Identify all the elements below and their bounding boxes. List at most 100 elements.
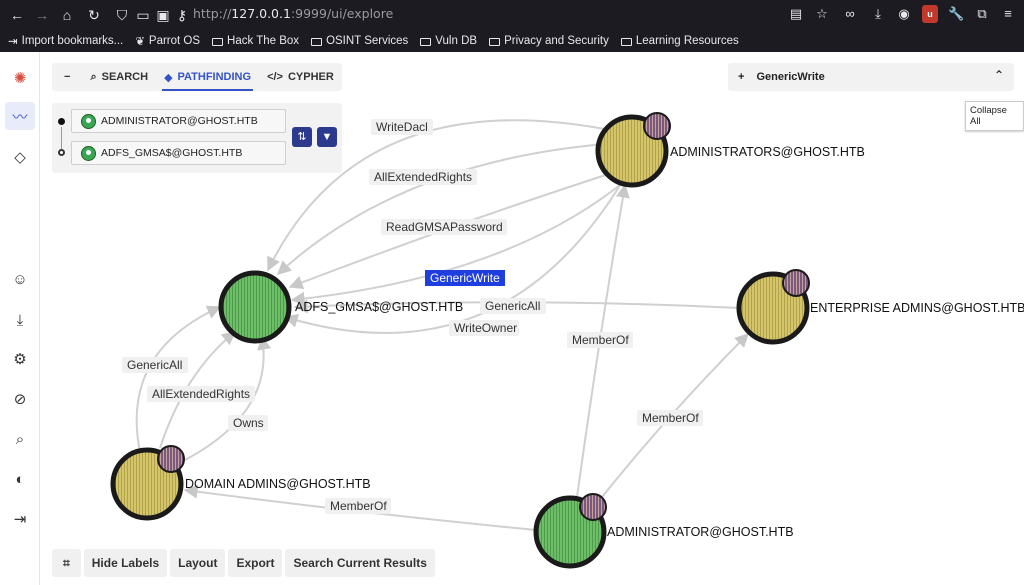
minus-icon: − (64, 71, 71, 83)
explore-tabs: − ⌕SEARCH ◆PATHFINDING </>CYPHER (52, 63, 342, 91)
search-current-results-button[interactable]: Search Current Results (285, 549, 435, 577)
upload-icon[interactable]: ⤓ (16, 311, 24, 329)
docs-search-icon[interactable]: ⌕ (15, 430, 25, 448)
ublock-icon[interactable]: u (922, 5, 938, 23)
user-icon[interactable]: ☺ (12, 270, 28, 288)
edge-label-writeowner[interactable]: WriteOwner (454, 321, 517, 335)
reload-icon[interactable]: ↻ (88, 7, 100, 23)
edge-writeowner[interactable] (283, 181, 623, 334)
node-label-domain-admins: DOMAIN ADMINS@GHOST.HTB (185, 477, 371, 491)
download-icon[interactable]: ⤓ (875, 6, 881, 21)
bookmark-label: Privacy and Security (504, 35, 609, 47)
edge-label-bg (369, 169, 477, 185)
edge-label-bg (228, 415, 268, 431)
bookmark-star-icon[interactable]: ☆ (816, 6, 828, 21)
bookmark-import[interactable]: ⇥Import bookmarks... (8, 34, 123, 48)
edge-label-genericall-domain[interactable]: GenericAll (127, 358, 182, 372)
edge-label-bg (567, 332, 633, 348)
bookmark-vuln-db[interactable]: Vuln DB (420, 35, 477, 47)
graph-svg[interactable]: WriteDacl AllExtendedRights ReadGMSAPass… (40, 52, 1024, 585)
wrench-icon[interactable]: 🔧 (948, 6, 965, 21)
path-connector (61, 127, 62, 149)
bookmark-label: OSINT Services (326, 35, 409, 47)
node-administrators[interactable]: ADMINISTRATORS@GHOST.HTB (595, 112, 865, 188)
crop-button[interactable]: ⌗ (52, 549, 81, 577)
edge-label-bg (325, 498, 391, 514)
compass-icon[interactable]: ⊘ (13, 391, 27, 408)
bookmark-label: Learning Resources (635, 35, 739, 47)
edge-label-genericwrite[interactable]: GenericWrite (430, 271, 500, 285)
bookmark-label: Parrot OS (148, 35, 201, 47)
edge-label-owns[interactable]: Owns (233, 416, 264, 430)
edge-label-writedacl[interactable]: WriteDacl (376, 120, 428, 134)
node-enterprise-admins[interactable]: ENTERPRISE ADMINS@GHOST.HTB (736, 269, 1024, 345)
layout-button[interactable]: Layout (170, 549, 226, 577)
extensions-icon[interactable]: ⧉ (977, 6, 987, 21)
graph-toolbar: ⌗ Hide Labels Layout Export Search Curre… (52, 549, 435, 577)
explore-icon[interactable]: 〰 (5, 102, 35, 130)
url-bar[interactable]: http://127.0.0.1:9999/ui/explore (193, 6, 393, 21)
node-administrator[interactable]: ADMINISTRATOR@GHOST.HTB (533, 493, 794, 569)
edge-label-allextendedrights[interactable]: AllExtendedRights (374, 170, 472, 184)
tab-search[interactable]: ⌕SEARCH (82, 63, 156, 91)
bookmark-hack-the-box[interactable]: Hack The Box (212, 35, 299, 47)
crop-icon: ⌗ (63, 555, 70, 570)
edge-label-readgmsapassword[interactable]: ReadGMSAPassword (386, 220, 503, 234)
account-icon[interactable]: ◉ (898, 6, 910, 21)
edge-label-memberof-admins[interactable]: MemberOf (572, 333, 629, 347)
home-icon[interactable]: ⌂ (62, 7, 72, 23)
bookmark-privacy[interactable]: Privacy and Security (489, 35, 609, 47)
node-domain-admins[interactable]: DOMAIN ADMINS@GHOST.HTB (110, 445, 371, 521)
logout-icon[interactable]: ⇥ (13, 511, 27, 528)
hide-labels-button[interactable]: Hide Labels (83, 549, 168, 577)
source-node-input[interactable]: ADMINISTRATOR@GHOST.HTB (71, 109, 286, 133)
edge-info-title: GenericWrite (756, 71, 825, 83)
edge-label-bg (371, 119, 433, 135)
back-icon[interactable]: ← (10, 7, 24, 23)
expand-plus-icon[interactable]: + (738, 71, 745, 83)
user-node-icon (81, 113, 96, 129)
gem-icon[interactable]: ◇ (14, 149, 26, 166)
export-button[interactable]: Export (228, 549, 283, 577)
bookmark-learning[interactable]: Learning Resources (620, 35, 739, 47)
folder-icon (212, 38, 224, 46)
graph-canvas[interactable]: WriteDacl AllExtendedRights ReadGMSAPass… (40, 52, 1024, 585)
left-nav-rail: ✺ 〰 ◇ ☺ ⤓ ⚙ ⊘ ⌕ ◐ ⇥ (0, 52, 40, 585)
node-adfs-gmsa[interactable]: ADFS_GMSA$@GHOST.HTB (218, 270, 463, 344)
browser-toolbar: ← → ⌂ ↻ ⛉ ▭ ▣ ⚷ http://127.0.0.1:9999/ui… (0, 0, 1024, 30)
reader-view-icon[interactable]: ▤ (789, 6, 803, 21)
edge-label-allextendedrights-domain[interactable]: AllExtendedRights (152, 387, 250, 401)
edge-genericall-domain[interactable] (135, 305, 222, 453)
edge-label-bg (637, 410, 703, 426)
collapse-panel-button[interactable]: − (52, 63, 82, 91)
url-prefix: http:// (193, 6, 232, 21)
tab-pathfinding[interactable]: ◆PATHFINDING (156, 63, 259, 91)
edge-label-genericall-enterprise[interactable]: GenericAll (485, 299, 540, 313)
bloodhound-logo-icon: ✺ (13, 70, 27, 87)
code-icon: </> (267, 71, 283, 83)
tab-cypher[interactable]: </>CYPHER (259, 63, 342, 91)
edge-allextendedrights[interactable] (276, 143, 606, 275)
swap-nodes-button[interactable]: ⇅ (292, 127, 312, 147)
collapse-all-button[interactable]: ⌃ (993, 68, 1004, 82)
edge-allextendedrights-domain[interactable] (159, 331, 237, 449)
user-settings-icon[interactable]: ⚙ (13, 351, 27, 368)
edge-label-memberof-domain[interactable]: MemberOf (330, 499, 387, 513)
filter-button[interactable]: ▼ (317, 127, 337, 147)
bookmark-parrot-os[interactable]: ❦Parrot OS (135, 34, 200, 48)
target-node-input[interactable]: ADFS_GMSA$@GHOST.HTB (71, 141, 286, 165)
edge-label-memberof-enterprise[interactable]: MemberOf (642, 411, 699, 425)
edge-genericwrite[interactable] (290, 176, 631, 306)
folder-icon (489, 38, 501, 46)
edge-writedacl[interactable] (267, 119, 611, 272)
tab-search-label: SEARCH (101, 71, 149, 83)
foxyproxy-icon[interactable]: ∞ (845, 6, 855, 21)
url-path: :9999/ui/explore (290, 6, 394, 21)
theme-contrast-icon[interactable]: ◐ (15, 470, 25, 488)
edge-owns[interactable] (184, 335, 272, 461)
forward-icon[interactable]: → (35, 7, 49, 23)
source-dot-icon (58, 118, 65, 125)
menu-icon[interactable]: ≡ (1004, 6, 1012, 21)
bookmark-osint[interactable]: OSINT Services (311, 35, 408, 47)
shield-icon[interactable]: ⛉ (116, 7, 128, 23)
